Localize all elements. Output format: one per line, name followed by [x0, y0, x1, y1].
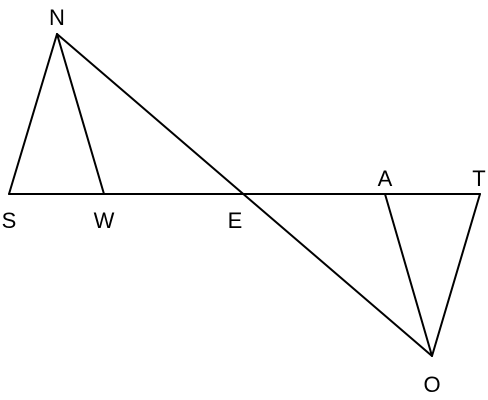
point-label-e: E — [228, 208, 243, 233]
segment-ao — [384, 193, 433, 357]
point-label-w: W — [94, 208, 115, 233]
point-label-n: N — [49, 5, 65, 30]
segment-ns — [8, 33, 58, 195]
point-label-o: O — [423, 372, 440, 397]
segment-nw — [56, 33, 105, 195]
point-label-s: S — [2, 208, 17, 233]
segments — [8, 33, 481, 357]
point-label-a: A — [378, 166, 393, 191]
segment-to — [431, 193, 481, 357]
point-label-t: T — [472, 166, 485, 191]
point-labels: N S W E A T O — [2, 5, 486, 397]
